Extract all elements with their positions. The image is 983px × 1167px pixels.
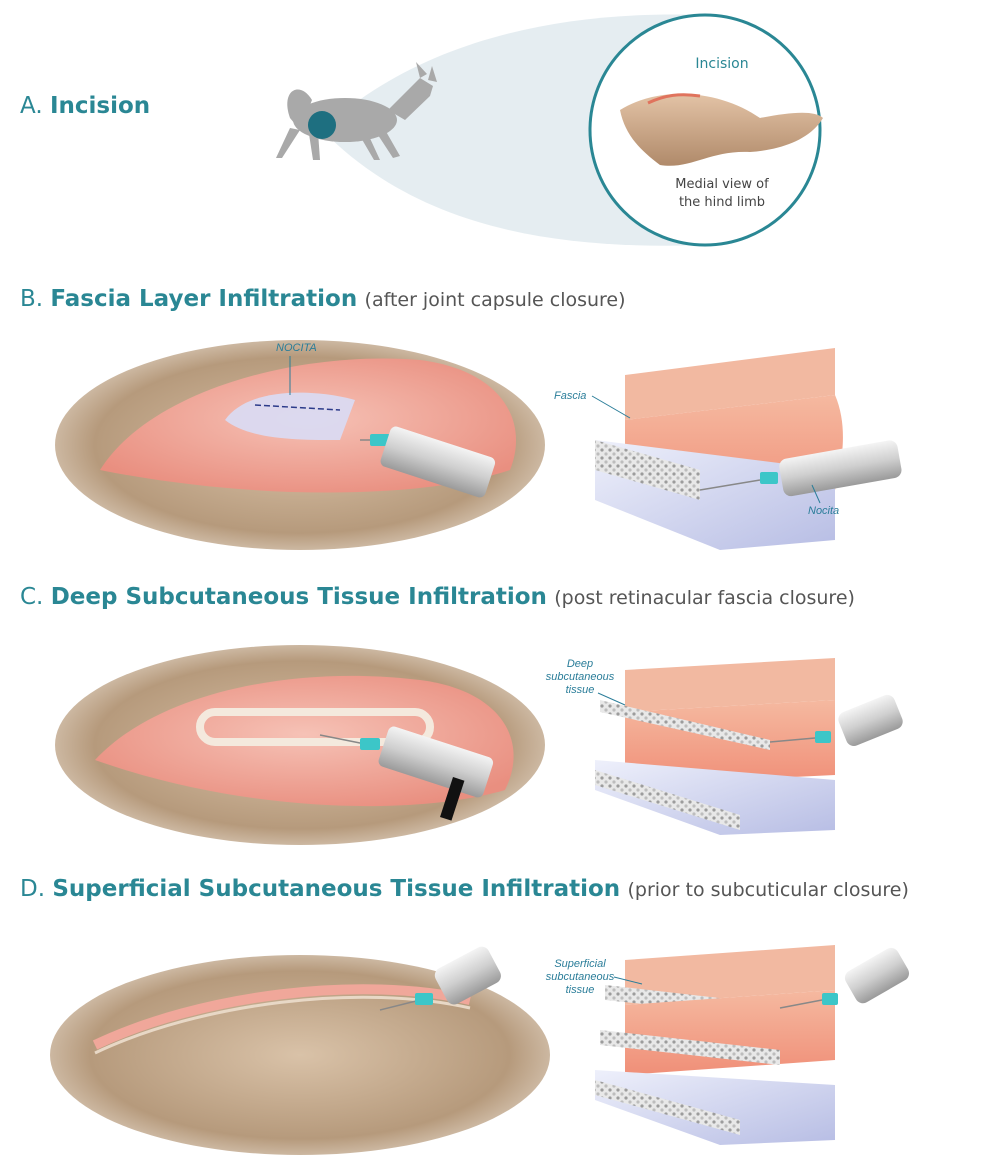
label-deep-1: Deep xyxy=(567,658,593,670)
deep-wound-illustration xyxy=(55,645,545,845)
superficial-block-illustration xyxy=(595,945,835,1145)
label-superficial-2: subcutaneous xyxy=(546,971,615,983)
label-superficial-3: tissue xyxy=(566,984,595,996)
inset-caption-line1: Medial view of xyxy=(675,177,769,192)
leader-fascia xyxy=(592,396,630,418)
dog-hindlimb-marker xyxy=(308,111,336,139)
fascia-wound-illustration xyxy=(55,340,545,550)
fascia-block-illustration xyxy=(595,348,843,550)
label-deep-3: tissue xyxy=(566,684,595,696)
deep-block-illustration xyxy=(595,658,835,835)
label-deep-2: subcutaneous xyxy=(546,671,615,683)
label-superficial-1: Superficial xyxy=(554,958,606,970)
label-fascia: Fascia xyxy=(554,390,586,402)
label-nocita-upper: NOCITA xyxy=(276,342,317,354)
inset-caption-line2: the hind limb xyxy=(679,195,765,210)
label-nocita: Nocita xyxy=(808,505,839,517)
inset-title: Incision xyxy=(695,56,748,72)
